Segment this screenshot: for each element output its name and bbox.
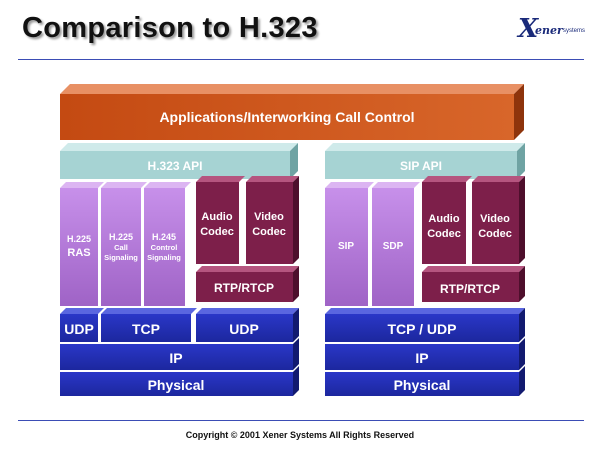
h323-physical-label: Physical — [148, 377, 205, 393]
call-signaling-line2: Call — [114, 243, 128, 252]
h323-ip-block: IP — [60, 338, 299, 370]
h323-physical-block: Physical — [60, 366, 299, 396]
udp-right-label: UDP — [229, 321, 259, 337]
sip-physical-block: Physical — [325, 366, 525, 396]
h225-ras-line2: RAS — [67, 247, 90, 259]
h323-stack: H.323 API H.225 RAS H.225 Call Signaling… — [60, 143, 299, 396]
app-call-control-block: Applications/Interworking Call Control — [60, 84, 524, 140]
h323-video-codec-line2: Codec — [252, 226, 286, 238]
sip-ip-block: IP — [325, 338, 525, 370]
logo-word: ener — [535, 24, 563, 37]
h323-rtp-rtcp-block: RTP/RTCP — [196, 266, 299, 302]
h323-tcp-block: TCP — [101, 308, 197, 342]
h225-call-signaling-block: H.225 Call Signaling — [101, 182, 147, 306]
copyright-footer: Copyright © 2001 Xener Systems All Right… — [185, 430, 415, 440]
h323-rtp-rtcp-label: RTP/RTCP — [214, 281, 274, 295]
sip-audio-codec-block: Audio Codec — [422, 176, 472, 264]
call-signaling-line1: H.225 — [109, 232, 133, 242]
tcp-udp-label: TCP / UDP — [388, 321, 457, 337]
control-signaling-line3: Signaling — [147, 253, 181, 262]
footer-rule — [18, 420, 584, 421]
sip-transport-block: TCP / UDP — [325, 308, 525, 342]
sdp-block: SDP — [372, 182, 420, 306]
h323-api-block: H.323 API — [60, 143, 298, 179]
sip-label: SIP — [338, 241, 354, 252]
h323-audio-codec-block: Audio Codec — [196, 176, 245, 264]
app-call-control-label: Applications/Interworking Call Control — [159, 109, 414, 125]
sip-block: SIP — [325, 182, 374, 306]
sip-stack: SIP API SIP SDP Audio Codec Video Codec — [325, 143, 525, 396]
xener-logo: X ener systems — [518, 14, 588, 44]
control-signaling-line1: H.245 — [152, 232, 176, 242]
sip-rtp-rtcp-label: RTP/RTCP — [440, 282, 500, 296]
sip-audio-codec-line1: Audio — [428, 213, 459, 225]
h323-video-codec-block: Video Codec — [246, 176, 299, 264]
udp-left-label: UDP — [64, 321, 94, 337]
h225-ras-block: H.225 RAS — [60, 182, 104, 306]
sip-rtp-rtcp-block: RTP/RTCP — [422, 266, 525, 302]
sip-video-codec-block: Video Codec — [472, 176, 525, 264]
h323-ip-label: IP — [169, 350, 182, 366]
sip-api-label: SIP API — [400, 159, 442, 173]
header-rule — [18, 59, 584, 60]
sdp-label: SDP — [383, 241, 404, 252]
h245-control-signaling-block: H.245 Control Signaling — [144, 182, 191, 306]
h323-udp-left-block: UDP — [60, 308, 104, 342]
logo-mark: X — [518, 14, 539, 44]
control-signaling-line2: Control — [151, 243, 178, 252]
h225-ras-line1: H.225 — [67, 234, 91, 244]
sip-video-codec-line2: Codec — [478, 228, 512, 240]
h323-video-codec-line1: Video — [254, 211, 284, 223]
sip-api-block: SIP API — [325, 143, 525, 179]
tcp-label: TCP — [132, 321, 160, 337]
call-signaling-line3: Signaling — [104, 253, 138, 262]
sip-video-codec-line1: Video — [480, 213, 510, 225]
sip-physical-label: Physical — [394, 377, 451, 393]
slide-title: Comparison to H.323 — [22, 12, 318, 44]
h323-audio-codec-line2: Codec — [200, 226, 234, 238]
h323-api-label: H.323 API — [148, 159, 203, 173]
sip-audio-codec-line2: Codec — [427, 228, 461, 240]
sip-ip-label: IP — [415, 350, 428, 366]
h323-audio-codec-line1: Audio — [201, 211, 232, 223]
h323-udp-right-block: UDP — [196, 308, 299, 342]
logo-sub: systems — [563, 28, 586, 34]
